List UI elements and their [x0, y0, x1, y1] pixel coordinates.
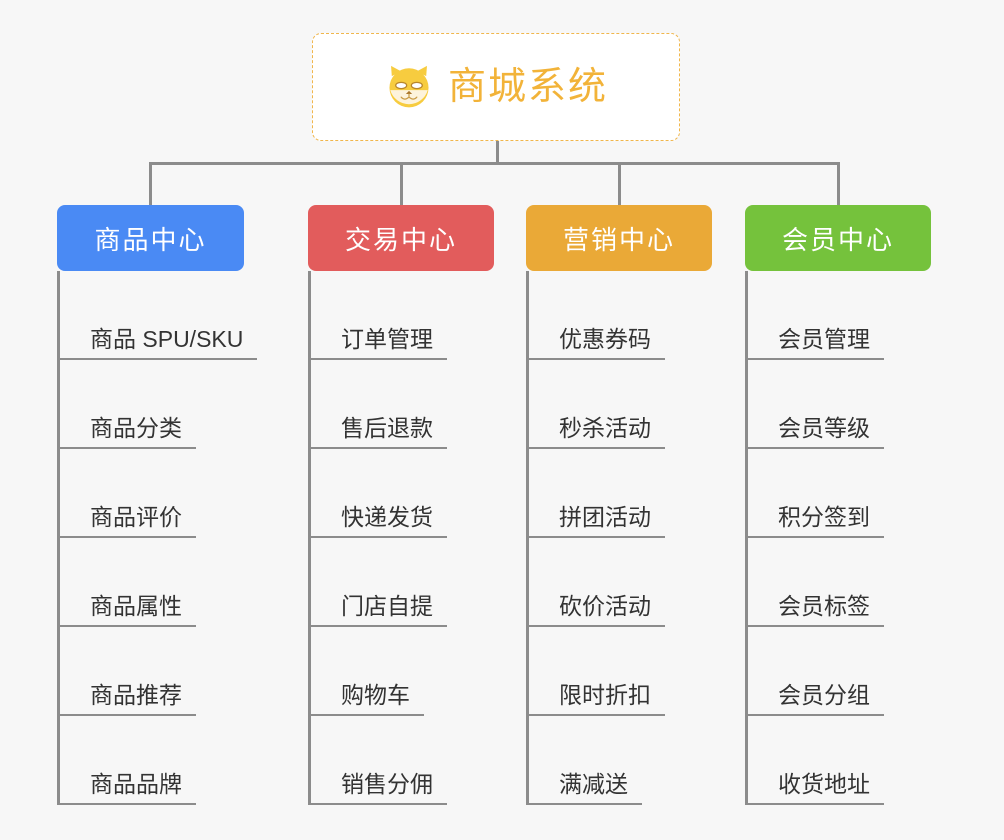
trunk-line-transaction-center [308, 271, 311, 805]
leaf-label: 会员标签 [748, 593, 884, 627]
leaf-label: 商品 SPU/SKU [60, 326, 258, 360]
list-item[interactable]: 会员标签 [748, 538, 931, 627]
category-header-marketing-center[interactable]: 营销中心 [526, 205, 712, 271]
leaf-label: 限时折扣 [529, 682, 665, 716]
list-item[interactable]: 会员等级 [748, 360, 931, 449]
leaf-label: 秒杀活动 [529, 415, 665, 449]
list-item[interactable]: 售后退款 [311, 360, 494, 449]
leaf-label: 砍价活动 [529, 593, 665, 627]
leaf-label: 会员分组 [748, 682, 884, 716]
root-node-title: 商城系统 [447, 66, 608, 108]
leaf-label: 销售分佣 [311, 771, 447, 805]
category-column-product-center: 商品中心 商品 SPU/SKU 商品分类 商品评价 商品属性 商品推荐 商品品牌 [57, 205, 258, 805]
shiba-dog-icon [389, 65, 429, 108]
leaf-label: 优惠券码 [529, 326, 665, 360]
leaf-label: 订单管理 [311, 326, 447, 360]
connector-drop-column-3 [618, 162, 621, 206]
connector-drop-column-2 [400, 162, 403, 206]
list-item[interactable]: 限时折扣 [529, 627, 712, 716]
leaf-label: 会员等级 [748, 415, 884, 449]
leaf-label: 收货地址 [748, 771, 884, 805]
trunk-line-marketing-center [526, 271, 529, 805]
list-item[interactable]: 门店自提 [311, 538, 494, 627]
list-item[interactable]: 商品 SPU/SKU [60, 271, 258, 360]
leaf-label: 商品推荐 [60, 682, 196, 716]
list-item[interactable]: 拼团活动 [529, 449, 712, 538]
root-node-mall-system[interactable]: 商城系统 [312, 33, 680, 141]
category-column-transaction-center: 交易中心 订单管理 售后退款 快递发货 门店自提 购物车 销售分佣 [308, 205, 494, 805]
leaf-label: 满减送 [529, 771, 642, 805]
leaf-label: 商品评价 [60, 504, 196, 538]
list-item[interactable]: 砍价活动 [529, 538, 712, 627]
category-column-member-center: 会员中心 会员管理 会员等级 积分签到 会员标签 会员分组 收货地址 [745, 205, 931, 805]
connector-drop-column-1 [149, 162, 152, 206]
list-item[interactable]: 会员分组 [748, 627, 931, 716]
category-header-product-center[interactable]: 商品中心 [57, 205, 244, 271]
leaf-list-transaction-center: 订单管理 售后退款 快递发货 门店自提 购物车 销售分佣 [308, 271, 494, 805]
leaf-label: 拼团活动 [529, 504, 665, 538]
leaf-label: 商品分类 [60, 415, 196, 449]
list-item[interactable]: 商品评价 [60, 449, 244, 538]
list-item[interactable]: 满减送 [529, 716, 712, 805]
leaf-label: 快递发货 [311, 504, 447, 538]
list-item[interactable]: 收货地址 [748, 716, 931, 805]
list-item[interactable]: 订单管理 [311, 271, 494, 360]
list-item[interactable]: 积分签到 [748, 449, 931, 538]
leaf-list-marketing-center: 优惠券码 秒杀活动 拼团活动 砍价活动 限时折扣 满减送 [526, 271, 712, 805]
leaf-label: 会员管理 [748, 326, 884, 360]
leaf-label: 商品品牌 [60, 771, 196, 805]
leaf-label: 购物车 [311, 682, 424, 716]
list-item[interactable]: 销售分佣 [311, 716, 494, 805]
list-item[interactable]: 商品分类 [60, 360, 244, 449]
leaf-label: 门店自提 [311, 593, 447, 627]
trunk-line-member-center [745, 271, 748, 805]
list-item[interactable]: 商品属性 [60, 538, 244, 627]
list-item[interactable]: 秒杀活动 [529, 360, 712, 449]
leaf-list-product-center: 商品 SPU/SKU 商品分类 商品评价 商品属性 商品推荐 商品品牌 [57, 271, 258, 805]
category-header-transaction-center[interactable]: 交易中心 [308, 205, 494, 271]
leaf-label: 售后退款 [311, 415, 447, 449]
leaf-label: 商品属性 [60, 593, 196, 627]
category-header-member-center[interactable]: 会员中心 [745, 205, 931, 271]
trunk-line-product-center [57, 271, 60, 805]
list-item[interactable]: 商品推荐 [60, 627, 244, 716]
connector-drop-column-4 [837, 162, 840, 206]
connector-horizontal-bus [150, 162, 840, 165]
leaf-label: 积分签到 [748, 504, 884, 538]
connector-root-stem [496, 141, 499, 165]
list-item[interactable]: 会员管理 [748, 271, 931, 360]
list-item[interactable]: 商品品牌 [60, 716, 244, 805]
list-item[interactable]: 优惠券码 [529, 271, 712, 360]
category-column-marketing-center: 营销中心 优惠券码 秒杀活动 拼团活动 砍价活动 限时折扣 满减送 [526, 205, 712, 805]
list-item[interactable]: 快递发货 [311, 449, 494, 538]
list-item[interactable]: 购物车 [311, 627, 494, 716]
leaf-list-member-center: 会员管理 会员等级 积分签到 会员标签 会员分组 收货地址 [745, 271, 931, 805]
